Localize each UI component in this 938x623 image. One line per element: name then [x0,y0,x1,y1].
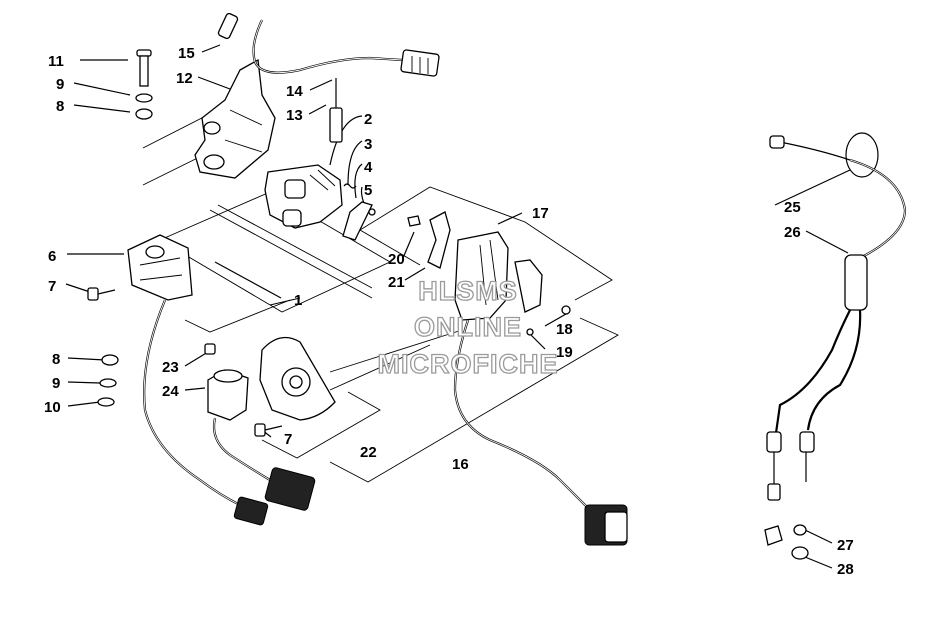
callout-8a: 8 [56,98,64,115]
callout-9a: 9 [56,76,64,93]
harness-16 [453,319,628,546]
callout-25: 25 [784,199,801,216]
harness-6 [143,299,269,526]
switch-17 [454,231,543,321]
shaft-1 [209,204,373,299]
callout-3: 3 [364,136,372,153]
lock-washer-10 [97,397,115,407]
callout-4: 4 [364,159,373,176]
callout-24: 24 [162,383,179,400]
callout-27: 27 [837,537,854,554]
harness-14 [252,19,440,77]
callout-7b: 7 [284,431,292,448]
callout-2: 2 [364,111,372,128]
screw-23 [204,343,216,355]
callout-15: 15 [178,45,195,62]
cable-assembly-25-26 [766,132,907,501]
callout-8b: 8 [52,351,60,368]
parts [87,12,907,560]
plate-4 [342,201,373,241]
nut-8 [135,108,153,120]
callout-28: 28 [837,561,854,578]
housing-22 [259,336,336,421]
screw-18 [561,305,571,315]
watermark: HLSMS ONLINE MICROFICHE [377,275,559,379]
watermark-line-3: MICROFICHE [378,349,559,379]
callout-19: 19 [556,344,573,361]
washer-9 [135,93,153,103]
lever-21 [427,211,451,269]
parts-27-28 [764,524,809,560]
callout-23: 23 [162,359,179,376]
spring-3 [343,183,357,189]
callout-18: 18 [556,321,573,338]
bolt-11 [136,49,152,87]
nut-8b [101,354,119,366]
callout-21: 21 [388,274,405,291]
callout-26: 26 [784,224,801,241]
screw-5 [368,208,376,216]
callout-5: 5 [364,182,372,199]
callout-17: 17 [532,205,549,222]
bracket-12 [194,58,276,179]
clip-15 [217,12,239,40]
bolt-7a [87,287,116,301]
watermark-line-2: ONLINE [414,312,522,342]
switch-housing-2 [264,164,343,229]
callout-11: 11 [48,53,64,70]
screw-19 [526,328,534,336]
callout-12: 12 [176,70,193,87]
control-base-6 [127,234,193,301]
watermark-line-1: HLSMS [418,276,518,306]
callout-14: 14 [286,83,303,100]
callout-20: 20 [388,251,405,268]
pin-13 [329,78,343,143]
callout-13: 13 [286,107,303,124]
bolt-7b [254,423,283,437]
switch-24 [207,369,316,511]
callouts: 11 9 8 15 12 14 13 2 3 4 5 17 6 7 1 20 2… [44,45,854,578]
washer-9b [99,378,117,388]
callout-22: 22 [360,444,377,461]
callout-16: 16 [452,456,469,473]
callout-10: 10 [44,399,61,416]
callout-7a: 7 [48,278,56,295]
callout-9b: 9 [52,375,60,392]
assembly-outlines [142,95,619,483]
callout-6: 6 [48,248,56,265]
screw-20 [407,215,421,227]
callout-1: 1 [294,292,302,309]
